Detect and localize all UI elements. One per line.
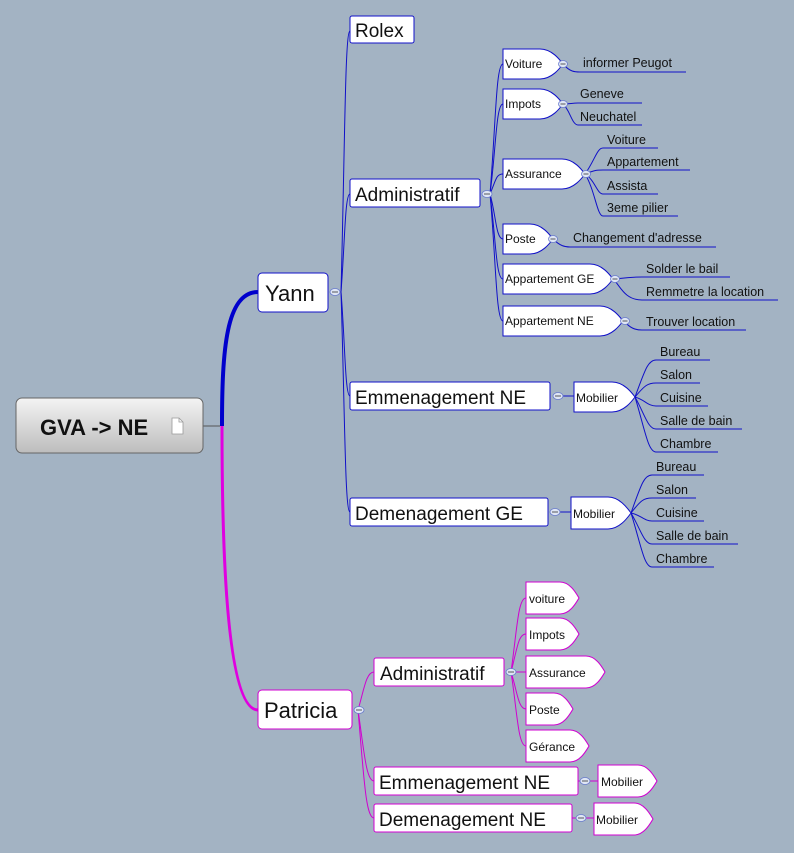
subtopic-mobilier[interactable]: Mobilier <box>573 381 636 413</box>
connectors <box>203 30 778 819</box>
subtopic-voiture[interactable]: voiture <box>525 581 580 615</box>
subtopic-mobilier[interactable]: Mobilier <box>570 496 632 530</box>
collapse-toggle[interactable] <box>329 288 341 296</box>
subtopic-appartement-ge-label: Appartement GE <box>505 272 594 286</box>
leaf-trouver-location[interactable]: Trouver location <box>646 315 735 329</box>
collapse-toggle[interactable] <box>549 508 561 516</box>
leaf-assista[interactable]: Assista <box>607 179 647 193</box>
subtopic-poste[interactable]: Poste <box>525 692 574 726</box>
leaf-salon[interactable]: Salon <box>656 483 688 497</box>
subtopic-mobilier-label: Mobilier <box>573 507 615 521</box>
subtopic-assurance[interactable]: Assurance <box>502 158 586 190</box>
leaf-solder-le-bail[interactable]: Solder le bail <box>646 262 718 276</box>
topic-demenagement-ne-label: Demenagement NE <box>379 810 546 831</box>
subtopic-mobilier-label: Mobilier <box>601 775 643 789</box>
central-topic[interactable]: GVA -> NE <box>15 397 204 454</box>
collapse-toggle[interactable] <box>610 275 620 283</box>
leaf-voiture[interactable]: Voiture <box>607 133 646 147</box>
topic-emmenagement-ne[interactable]: Emmenagement NE <box>349 381 551 411</box>
subtopic-poste-label: Poste <box>505 232 536 246</box>
subtopic-mobilier-label: Mobilier <box>576 391 618 405</box>
topic-demenagement-ge[interactable]: Demenagement GE <box>349 497 549 527</box>
leaf-chambre[interactable]: Chambre <box>656 552 707 566</box>
leaf-cuisine[interactable]: Cuisine <box>660 391 702 405</box>
collapse-toggle[interactable] <box>579 777 591 785</box>
subtopic-mobilier[interactable]: Mobilier <box>593 802 654 836</box>
subtopic-impots[interactable]: Impots <box>525 617 580 651</box>
subtopic-impots[interactable]: Impots <box>502 88 564 120</box>
collapse-toggle[interactable] <box>481 190 493 198</box>
leaf-3eme-pilier[interactable]: 3eme pilier <box>607 201 668 215</box>
topic-emmenagement-ne[interactable]: Emmenagement NE <box>373 766 579 796</box>
document-icon <box>171 417 184 435</box>
subtopic-appartement-ne-label: Appartement NE <box>505 314 594 328</box>
topic-rolex-label: Rolex <box>355 21 404 42</box>
leaf-geneve[interactable]: Geneve <box>580 87 624 101</box>
leaf-salon[interactable]: Salon <box>660 368 692 382</box>
subtopic-impots-label: Impots <box>505 97 541 111</box>
collapse-toggle[interactable] <box>548 235 558 243</box>
subtopic-poste[interactable]: Poste <box>502 223 554 255</box>
leaf-bureau[interactable]: Bureau <box>660 345 700 359</box>
subtopic-voiture-label: Voiture <box>505 57 543 71</box>
topic-demenagement-ge-label: Demenagement GE <box>355 504 523 525</box>
collapse-toggle[interactable] <box>558 60 568 68</box>
yann-branch-line <box>220 290 259 427</box>
subtopic-appartement-ne[interactable]: Appartement NE <box>502 305 624 337</box>
topic-demenagement-ne[interactable]: Demenagement NE <box>373 803 573 833</box>
topic-administratif-label: Administratif <box>380 664 485 685</box>
collapse-toggle[interactable] <box>552 392 564 400</box>
subtopic-poste-label: Poste <box>529 703 560 717</box>
leaf-cuisine[interactable]: Cuisine <box>656 506 698 520</box>
collapse-toggle[interactable] <box>620 317 630 325</box>
topic-emmenagement-ne-label: Emmenagement NE <box>379 773 550 794</box>
topic-patricia[interactable]: Patricia <box>257 689 353 730</box>
topic-yann-label: Yann <box>265 281 315 306</box>
collapse-toggle[interactable] <box>505 668 517 676</box>
leaf-remmetre-la-location[interactable]: Remmetre la location <box>646 285 764 299</box>
topic-administratif-label: Administratif <box>355 185 460 206</box>
subtopic-voiture[interactable]: Voiture <box>502 48 564 80</box>
topic-patricia-label: Patricia <box>264 698 338 723</box>
subtopic-mobilier-label: Mobilier <box>596 813 638 827</box>
subtopic-mobilier[interactable]: Mobilier <box>597 764 658 798</box>
subtopic-gerance-label: Gérance <box>529 740 575 754</box>
subtopic-assurance[interactable]: Assurance <box>525 655 606 689</box>
topic-emmenagement-ne-label: Emmenagement NE <box>355 388 526 409</box>
leaf-salle-de-bain[interactable]: Salle de bain <box>660 414 732 428</box>
collapse-toggle[interactable] <box>353 706 365 714</box>
collapse-toggle[interactable] <box>575 814 587 822</box>
subtopic-impots-label: Impots <box>529 628 565 642</box>
leaf-labels: informer Peugot Geneve Neuchatel Voiture… <box>573 56 764 566</box>
patricia-branch-line <box>220 425 259 712</box>
central-topic-label: GVA -> NE <box>40 415 148 440</box>
topic-administratif[interactable]: Administratif <box>349 178 481 208</box>
collapse-toggle[interactable] <box>581 170 591 178</box>
leaf-neuchatel[interactable]: Neuchatel <box>580 110 636 124</box>
leaf-informer-peugot[interactable]: informer Peugot <box>583 56 672 70</box>
subtopic-appartement-ge[interactable]: Appartement GE <box>502 263 614 295</box>
subtopic-voiture-label: voiture <box>529 592 565 606</box>
topic-administratif[interactable]: Administratif <box>373 657 505 687</box>
leaf-chambre[interactable]: Chambre <box>660 437 711 451</box>
leaf-appartement[interactable]: Appartement <box>607 155 679 169</box>
topic-yann[interactable]: Yann <box>257 272 329 313</box>
leaf-salle-de-bain[interactable]: Salle de bain <box>656 529 728 543</box>
collapse-toggle[interactable] <box>558 100 568 108</box>
subtopic-gerance[interactable]: Gérance <box>525 729 590 763</box>
leaf-changement-adresse[interactable]: Changement d'adresse <box>573 231 702 245</box>
subtopic-assurance-label: Assurance <box>529 666 586 680</box>
leaf-bureau[interactable]: Bureau <box>656 460 696 474</box>
subtopic-assurance-label: Assurance <box>505 167 562 181</box>
topic-rolex[interactable]: Rolex <box>349 15 415 44</box>
